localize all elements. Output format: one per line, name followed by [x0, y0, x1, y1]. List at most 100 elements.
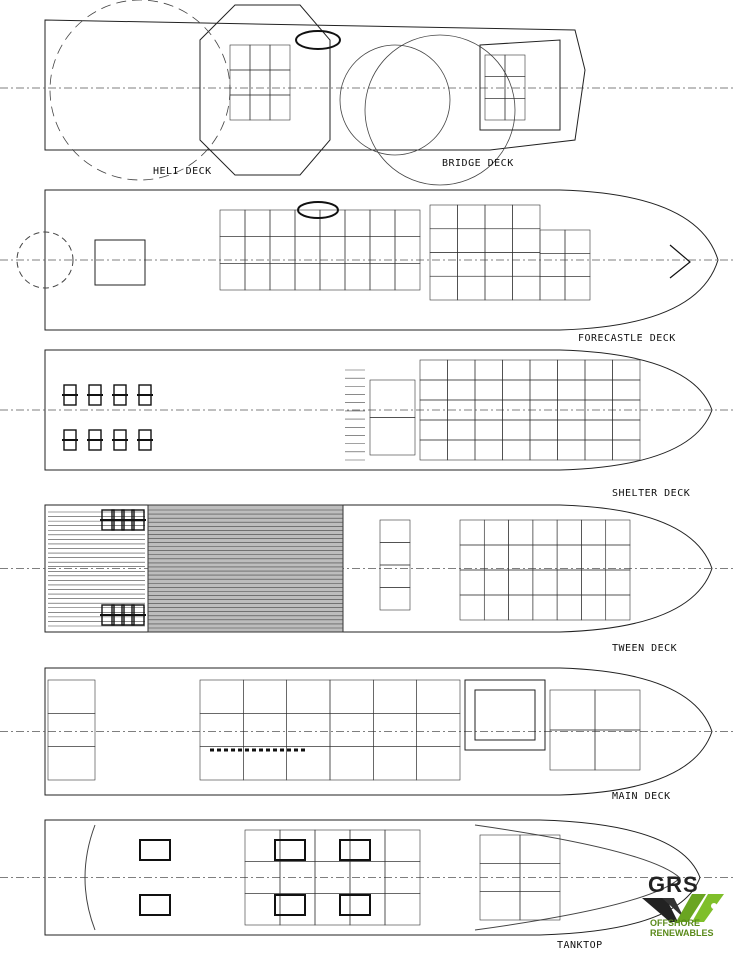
- main-room: [199, 746, 244, 781]
- generator-set: [339, 839, 371, 861]
- wheelhouse-room: [504, 76, 526, 99]
- forecastle-room: [539, 253, 566, 277]
- tween-room: [508, 519, 534, 546]
- tanktop-engine-room: [314, 829, 351, 862]
- wheelhouse-outline: [479, 39, 561, 131]
- tween-room: [605, 519, 631, 546]
- tween-room: [483, 569, 509, 596]
- forecastle-room: [319, 236, 346, 264]
- forecastle-room: [219, 236, 246, 264]
- tween-cable-room: [379, 587, 411, 611]
- main-room: [373, 746, 417, 781]
- shelter-room: [584, 419, 613, 441]
- shelter-room: [612, 359, 641, 381]
- forecastle-room: [429, 204, 458, 230]
- forecastle-room: [294, 263, 321, 291]
- tanktop-engine-room: [384, 893, 421, 926]
- shelter-deck-label: SHELTER DECK: [612, 488, 691, 499]
- forecastle-room: [512, 228, 541, 253]
- forecastle-room: [394, 236, 421, 264]
- tween-room: [605, 544, 631, 571]
- tween-room: [581, 519, 607, 546]
- tween-room: [483, 594, 509, 621]
- tanktop-stern-curve: [84, 824, 96, 931]
- forecastle-room: [484, 252, 513, 277]
- forecastle-room: [457, 228, 486, 253]
- main-room: [286, 679, 331, 714]
- shelter-room: [419, 359, 448, 381]
- bridge-room: [229, 44, 251, 71]
- tween-deck-label: TWEEN DECK: [612, 643, 678, 654]
- tween-cable-room: [379, 519, 411, 543]
- forecastle-room: [269, 236, 296, 264]
- shelter-room: [612, 419, 641, 441]
- shelter-room: [419, 439, 448, 461]
- shelter-room: [447, 439, 476, 461]
- wheelhouse-room: [504, 54, 526, 77]
- main-room: [199, 713, 244, 747]
- generator-set: [339, 894, 371, 916]
- forecastle-room: [539, 276, 566, 301]
- forecastle-room: [429, 275, 458, 301]
- bridge-deck-outline: [44, 19, 586, 151]
- forecastle-room: [269, 263, 296, 291]
- forecastle-deck-hatch: [94, 239, 146, 286]
- crane-radius-circle: [364, 34, 516, 186]
- shelter-winch-room-room: [369, 379, 416, 418]
- forecastle-room: [564, 229, 591, 254]
- generator-set: [274, 894, 306, 916]
- tanktop-bow-curve: [474, 824, 681, 931]
- forecastle-room: [457, 252, 486, 277]
- main-room: [329, 679, 374, 714]
- grs-logo: GRS OFFSHORE RENEWABLES: [640, 872, 730, 942]
- forecastle-hull-outline: [44, 189, 719, 331]
- main-store-room: [594, 689, 641, 731]
- wheelhouse-room: [504, 98, 526, 121]
- forecastle-room: [344, 263, 371, 291]
- shelter-room: [557, 419, 586, 441]
- tween-room: [532, 594, 558, 621]
- forecastle-room: [294, 209, 321, 237]
- forecastle-room: [564, 253, 591, 277]
- shelter-room: [584, 359, 613, 381]
- tanktop-label: TANKTOP: [557, 940, 603, 951]
- main-room: [416, 679, 461, 714]
- logo-line2: RENEWABLES: [650, 928, 714, 938]
- tween-room: [581, 544, 607, 571]
- bridge-room: [249, 69, 271, 96]
- bridge-room: [269, 94, 291, 121]
- forecastle-room: [219, 209, 246, 237]
- bridge-room: [229, 69, 251, 96]
- main-room: [373, 713, 417, 747]
- forecastle-room: [484, 204, 513, 230]
- forecastle-room: [512, 275, 541, 301]
- tween-room: [556, 594, 582, 621]
- shelter-room: [584, 379, 613, 401]
- shelter-room: [474, 359, 503, 381]
- wheelhouse-room: [484, 98, 506, 121]
- rescue-boat: [297, 201, 339, 219]
- shelter-room: [529, 379, 558, 401]
- forecastle-room: [429, 252, 458, 277]
- tween-room: [459, 544, 485, 571]
- tween-room: [556, 569, 582, 596]
- forecastle-room: [394, 263, 421, 291]
- shelter-room: [419, 379, 448, 401]
- forecastle-room: [484, 275, 513, 301]
- shelter-room: [502, 359, 531, 381]
- logo-mark-icon: [642, 894, 724, 922]
- tween-cargo-area: [147, 504, 344, 633]
- bridge-room: [269, 69, 291, 96]
- shelter-room: [612, 379, 641, 401]
- forecastle-room: [369, 236, 396, 264]
- tween-room: [556, 544, 582, 571]
- helideck-octagon: [199, 4, 331, 176]
- forecastle-room: [369, 209, 396, 237]
- forecastle-room: [294, 236, 321, 264]
- main-room: [199, 679, 244, 714]
- tween-room: [459, 569, 485, 596]
- shelter-room: [447, 379, 476, 401]
- wheelhouse-room: [484, 76, 506, 99]
- main-room: [416, 713, 461, 747]
- bridge-deck-label: BRIDGE DECK: [442, 158, 514, 169]
